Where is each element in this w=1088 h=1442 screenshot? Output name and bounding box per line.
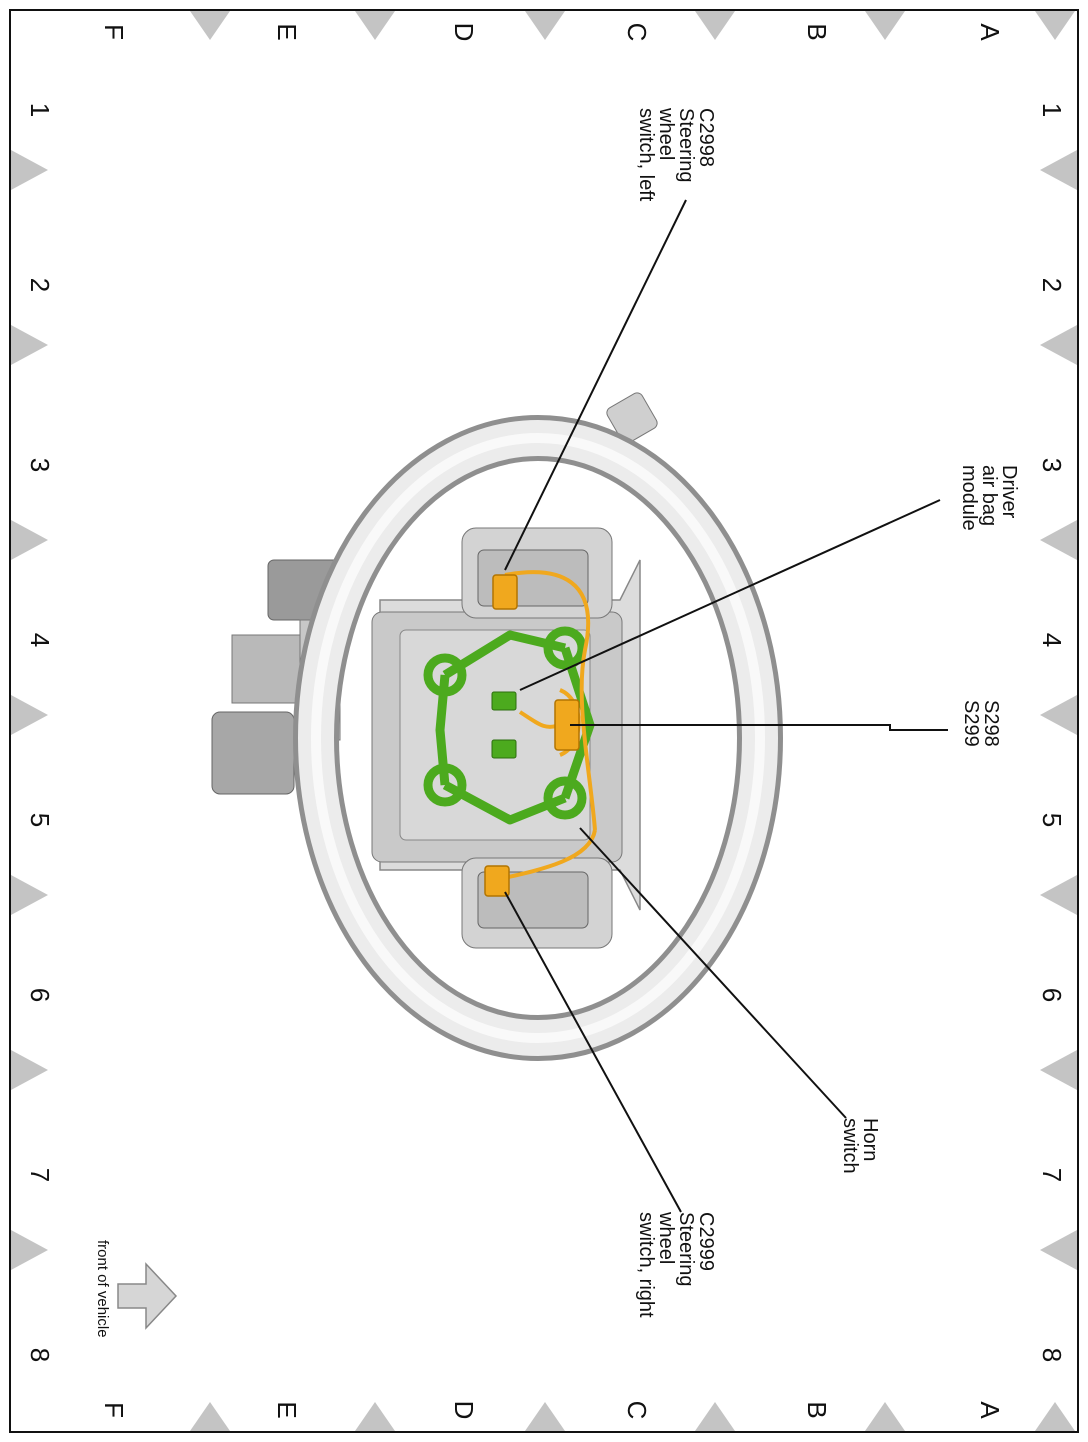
c2998-connector	[492, 574, 518, 610]
grid-column-label: 5	[25, 813, 55, 827]
grid-row-label: E	[272, 23, 302, 40]
edge-marker	[1040, 1230, 1077, 1270]
edge-marker	[11, 695, 48, 735]
edge-marker	[1040, 1050, 1077, 1090]
grid-column-label: 1	[1037, 103, 1067, 117]
grid-column-label: 7	[1037, 1168, 1067, 1182]
leader-s298	[570, 724, 948, 731]
grid-column-label: 8	[1037, 1348, 1067, 1362]
grid-row-label: D	[449, 23, 479, 42]
edge-marker	[190, 1402, 230, 1431]
edge-marker	[355, 1402, 395, 1431]
front-arrow-icon	[117, 1262, 178, 1330]
edge-marker	[1040, 520, 1077, 560]
grid-column-label: 3	[1037, 458, 1067, 472]
grid-column-label: 5	[1037, 813, 1067, 827]
grid-column-label: 4	[25, 633, 55, 647]
edge-marker	[1040, 695, 1077, 735]
grid-row-label: B	[802, 23, 832, 40]
grid-column-label: 4	[1037, 633, 1067, 647]
edge-marker	[695, 11, 735, 40]
edge-markers	[11, 11, 1077, 1431]
c2999-connector	[484, 865, 510, 897]
callout-c2999: C2999Steeringwheelswitch, right	[635, 1211, 717, 1318]
edge-marker	[1040, 325, 1077, 365]
callout-s298-s299: S298S299	[960, 700, 1002, 747]
airbag-connectors	[491, 691, 517, 759]
grid-column-label: 6	[25, 988, 55, 1002]
grid-column-label: 7	[25, 1168, 55, 1182]
grid-row-label: C	[622, 1401, 652, 1420]
grid-row-label: F	[99, 24, 129, 40]
edge-marker	[11, 325, 48, 365]
switch-connectors	[484, 574, 580, 897]
edge-marker	[695, 1402, 735, 1431]
edge-marker	[11, 1230, 48, 1270]
edge-marker	[1035, 1402, 1075, 1431]
edge-marker	[525, 11, 565, 40]
edge-marker	[525, 1402, 565, 1431]
front-of-vehicle-label: front of vehicle	[94, 1240, 111, 1338]
edge-marker	[11, 520, 48, 560]
leader-c2998	[504, 199, 687, 571]
edge-marker	[190, 11, 230, 40]
grid-row-label: D	[449, 1401, 479, 1420]
edge-marker	[1040, 875, 1077, 915]
grid-row-label: B	[802, 1401, 832, 1418]
edge-marker	[865, 1402, 905, 1431]
edge-marker	[11, 875, 48, 915]
edge-marker	[355, 11, 395, 40]
grid-column-label: 8	[25, 1348, 55, 1362]
edge-marker	[1040, 150, 1077, 190]
edge-marker	[11, 1050, 48, 1090]
leader-lines	[504, 199, 948, 1213]
callout-airbag-module: Driverair bagmodule	[958, 465, 1020, 531]
diagram-frame	[9, 9, 1079, 1433]
edge-marker	[865, 11, 905, 40]
leader-horn	[579, 827, 847, 1119]
edge-marker	[1035, 11, 1075, 40]
front-of-vehicle-indicator: front of vehicle	[94, 1240, 178, 1338]
leader-airbag	[519, 499, 941, 691]
leader-c2999	[504, 891, 682, 1213]
grid-column-label: 2	[25, 278, 55, 292]
grid-column-label: 3	[25, 458, 55, 472]
grid-column-label: 2	[1037, 278, 1067, 292]
grid-column-label: 6	[1037, 988, 1067, 1002]
grid-column-label: 1	[25, 103, 55, 117]
edge-marker	[11, 150, 48, 190]
grid-row-label: F	[99, 1402, 129, 1418]
grid-row-label: E	[272, 1401, 302, 1418]
grid-row-label: C	[622, 23, 652, 42]
callout-c2998: C2998Steeringwheelswitch, left	[635, 107, 717, 202]
grid-row-label: A	[975, 23, 1005, 41]
callout-horn-switch: Hornswitch	[839, 1118, 881, 1174]
grid-row-label: A	[975, 1401, 1005, 1419]
steering-wheel	[293, 415, 783, 1061]
callout-labels: C2998Steeringwheelswitch, leftDriverair …	[635, 107, 1020, 1318]
